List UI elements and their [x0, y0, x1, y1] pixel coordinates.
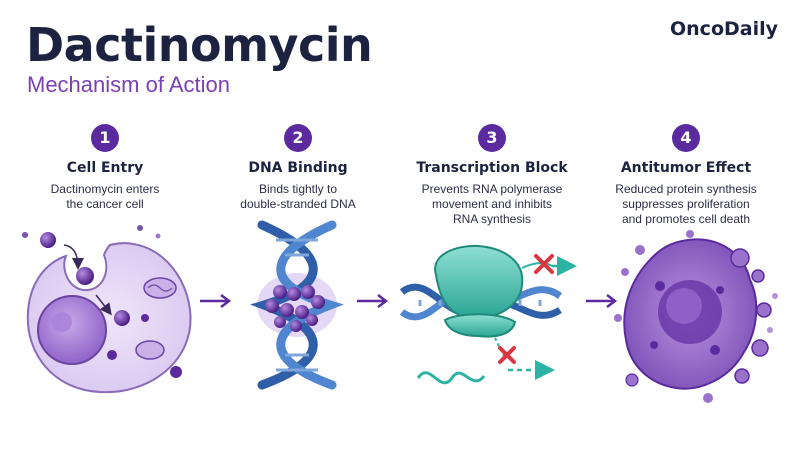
step-number: 3 — [478, 124, 506, 152]
step-number: 4 — [672, 124, 700, 152]
step-title: Cell Entry — [66, 160, 144, 176]
block-x-icon — [498, 254, 554, 364]
dying-cell-icon — [614, 230, 778, 403]
brand-logo: OncoDaily — [670, 18, 778, 40]
step-1: 1 Cell Entry Dactinomycin enters the can… — [10, 124, 200, 212]
step-description: Dactinomycin enters the cancer cell — [50, 182, 160, 211]
rna-polymerase-icon — [399, 244, 577, 385]
cancer-cell-icon — [22, 225, 192, 394]
step-title: DNA Binding — [248, 160, 348, 176]
step-3: 3 Transcription Block Prevents RNA polym… — [397, 124, 587, 227]
step-description: Prevents RNA polymerase movement and inh… — [421, 182, 563, 226]
step-4: 4 Antitumor Effect Reduced protein synth… — [591, 124, 781, 227]
arrow-right-icon — [586, 294, 618, 308]
step-number: 2 — [284, 124, 312, 152]
step-description: Binds tightly to double-stranded DNA — [240, 182, 356, 211]
page-title: Dactinomycin — [26, 18, 373, 72]
step-2: 2 DNA Binding Binds tightly to double-st… — [203, 124, 393, 212]
step-description: Reduced protein synthesis suppresses pro… — [615, 182, 757, 226]
page-subtitle: Mechanism of Action — [27, 72, 230, 97]
arrow-right-icon — [357, 294, 389, 308]
step-title: Antitumor Effect — [620, 160, 752, 176]
step-title: Transcription Block — [416, 160, 568, 176]
step-number: 1 — [91, 124, 119, 152]
dna-helix-icon — [250, 220, 344, 390]
arrow-right-icon — [200, 294, 232, 308]
